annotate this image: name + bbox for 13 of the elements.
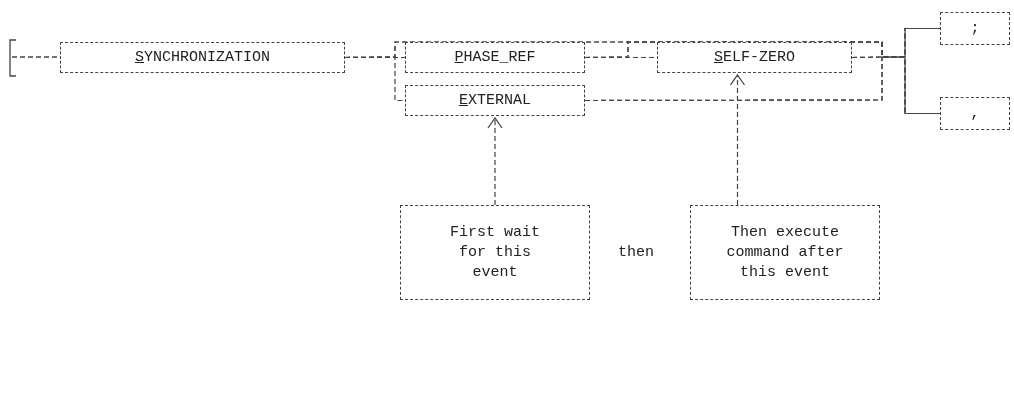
note-box: First wait for this event	[400, 205, 590, 300]
keyword-box: EXTERNAL	[405, 85, 585, 116]
rail-line	[584, 41, 941, 115]
note-box: Then execute command after this event	[690, 205, 880, 300]
separator-box: ,	[940, 97, 1010, 130]
keyword-box: PHASE_REF	[405, 42, 585, 73]
arrow	[729, 74, 746, 206]
keyword-box: SYNCHRONIZATION	[60, 42, 345, 73]
rail-line	[851, 56, 941, 115]
connector-word: then	[618, 243, 654, 263]
separator-box: ;	[940, 12, 1010, 45]
keyword-box: SELF-ZERO	[657, 42, 852, 73]
arrow	[487, 117, 503, 206]
